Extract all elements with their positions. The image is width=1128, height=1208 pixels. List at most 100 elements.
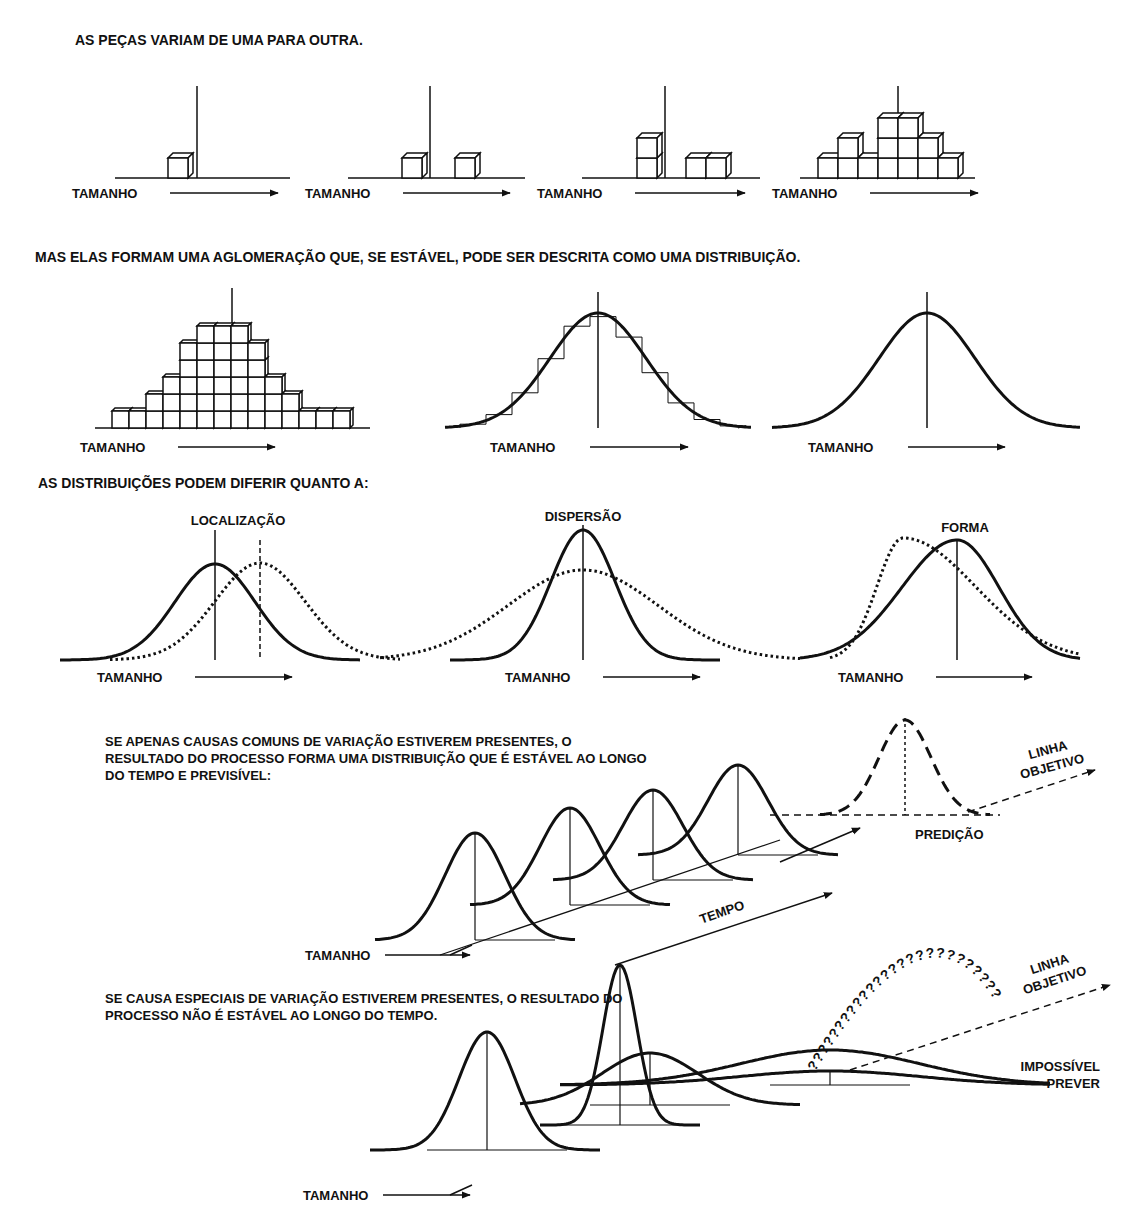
base-line [570,904,650,905]
cube [214,394,231,411]
cube [282,411,299,428]
distribution-curve [470,808,670,905]
property-label: DISPERSÃO [545,508,622,525]
note-text: SE APENAS CAUSAS COMUNS DE VARIAÇÃO ESTI… [105,733,650,784]
cube [168,158,188,178]
cube [214,411,231,428]
cube [129,411,146,428]
cube [316,411,333,428]
axis-line [652,790,653,880]
cube [878,138,898,158]
question-marks: ?????????????????????????? [804,944,1006,1073]
axis-line [619,965,620,1125]
distribution-curve [820,720,990,814]
cube [333,411,350,428]
distribution-curve [772,313,1080,427]
section-heading: MAS ELAS FORMAM UMA AGLOMERAÇÃO QUE, SE … [35,249,800,266]
cube [265,377,282,394]
axis-label: TAMANHO [490,439,555,456]
cube [231,326,248,343]
distribution-curve [830,538,1080,658]
cube [214,326,231,343]
axis-label: TAMANHO [838,669,903,686]
axis-label: TAMANHO [303,1187,368,1204]
axis-line [829,1071,830,1085]
distribution-curve [800,540,1080,658]
cube [197,394,214,411]
cube [858,158,878,178]
cube [231,343,248,360]
distribution-curve [540,965,700,1125]
property-label: LOCALIZAÇÃO [191,512,286,529]
cube [637,138,657,158]
cube [706,158,726,178]
section-heading: AS PEÇAS VARIAM DE UMA PARA OUTRA. [75,32,363,49]
distribution-curve [110,563,400,660]
cube [163,377,180,394]
cube [231,360,248,377]
cube [838,158,858,178]
axis-line [486,1032,487,1150]
section-heading: AS DISTRIBUIÇÕES PODEM DIFERIR QUANTO A: [38,475,369,492]
base-line [770,1084,910,1085]
cube [248,394,265,411]
axis-label: TAMANHO [97,669,162,686]
axis-line [474,833,475,940]
cube [231,411,248,428]
cube [197,411,214,428]
cube [112,411,129,428]
cube [146,394,163,411]
cube [180,394,197,411]
cube [214,360,231,377]
cube [231,394,248,411]
cube [898,118,918,138]
prediction-label: PREDIÇÃO [915,826,984,843]
cube [918,138,938,158]
cube [214,377,231,394]
cube [180,377,197,394]
cube [282,394,299,411]
cube [299,411,316,428]
cube [265,394,282,411]
cube [231,377,248,394]
axis-line [737,765,738,855]
cube [163,411,180,428]
cube [197,343,214,360]
cube [180,360,197,377]
distribution-curve [445,313,751,427]
cube [197,360,214,377]
distribution-curve [553,790,753,880]
question-marks-text: ?????????????????????????? [804,944,1006,1073]
distribution-curve [560,1050,1050,1085]
target-line-label: LINHA OBJETIVO [1007,943,1097,1001]
cube [898,138,918,158]
base-line [427,1149,567,1150]
base-line [475,939,555,940]
time-label: TEMPO [695,896,748,928]
cube [265,411,282,428]
axis-label: TAMANHO [72,185,137,202]
axis-label: TAMANHO [305,947,370,964]
distribution-curve [375,833,575,940]
cube [248,411,265,428]
axis-line [569,808,570,905]
property-label: FORMA [941,519,989,536]
cube [455,158,475,178]
distribution-curve [370,1032,600,1150]
axis-label: TAMANHO [808,439,873,456]
axis-label: TAMANHO [505,669,570,686]
cube [248,343,265,360]
floor-line [440,840,780,955]
base-line [738,854,818,855]
cube [180,411,197,428]
unpredictable-label: IMPOSSÍVEL PREVER [990,1058,1100,1092]
note-text: SE CAUSA ESPECIAIS DE VARIAÇÃO ESTIVEREM… [105,990,650,1024]
cube [146,411,163,428]
distribution-curve [60,564,360,660]
axis-label: TAMANHO [772,185,837,202]
cube [878,118,898,138]
cube [878,158,898,178]
cube [838,138,858,158]
